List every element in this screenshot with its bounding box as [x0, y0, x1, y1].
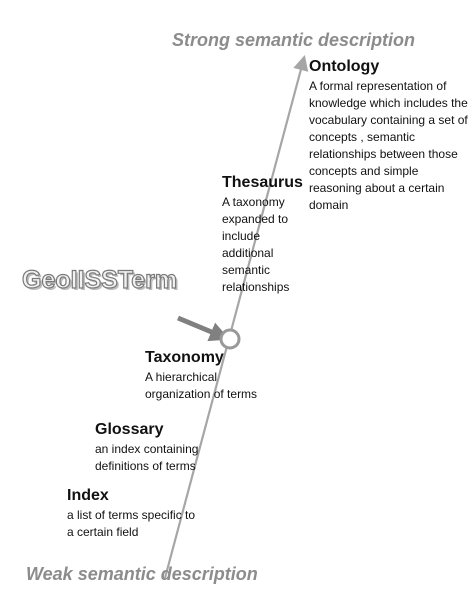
level-thesaurus: Thesaurus A taxonomy expanded to include… — [222, 173, 306, 296]
level-ontology: Ontology A formal representation of know… — [309, 57, 469, 214]
thesaurus-title: Thesaurus — [222, 174, 303, 191]
index-description: a list of terms specific to a certain fi… — [67, 508, 196, 539]
strong-semantic-label: Strong semantic description — [172, 30, 416, 50]
pointer-arrow — [177, 315, 230, 342]
geoissterm-logo: GeoIISSTerm — [21, 266, 178, 294]
index-title: Index — [67, 487, 109, 504]
weak-semantic-label: Weak semantic description — [26, 564, 258, 584]
glossary-title: Glossary — [95, 421, 164, 438]
level-glossary: Glossary an index containing definitions… — [95, 420, 225, 475]
level-index: Index a list of terms specific to a cert… — [67, 486, 202, 541]
level-taxonomy: Taxonomy A hierarchical organization of … — [145, 348, 285, 403]
ontology-description: A formal representation of knowledge whi… — [309, 79, 468, 212]
taxonomy-description: A hierarchical organization of terms — [145, 370, 258, 401]
semantic-axis-arrow — [163, 55, 309, 579]
thesaurus-description: A taxonomy expanded to include additiona… — [222, 195, 290, 294]
position-marker-ring — [219, 328, 241, 350]
ontology-title: Ontology — [309, 58, 380, 75]
taxonomy-title: Taxonomy — [145, 349, 224, 366]
glossary-description: an index containing definitions of terms — [95, 442, 199, 473]
